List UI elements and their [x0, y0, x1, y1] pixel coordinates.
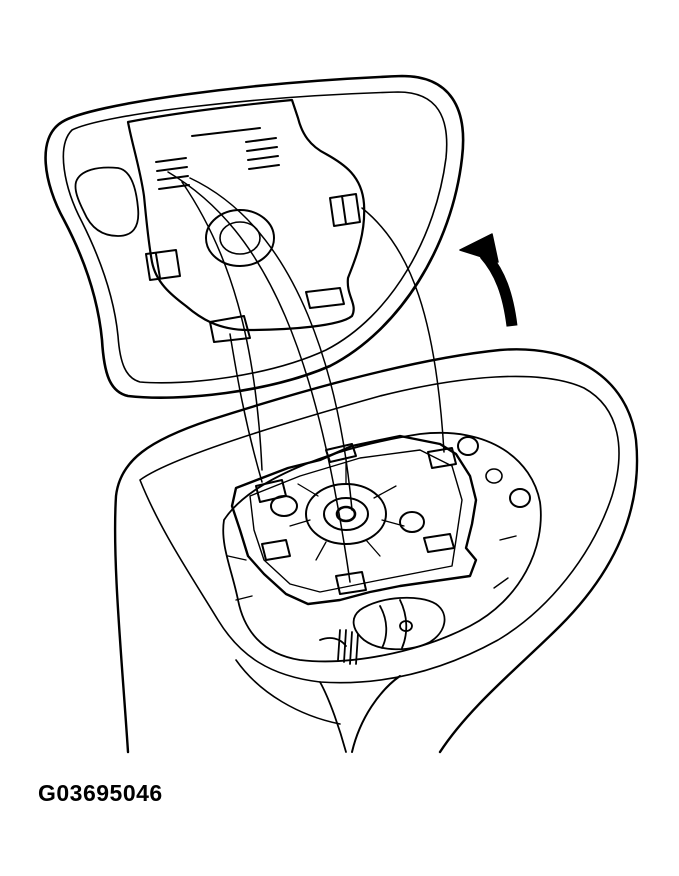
- housing-boss-2: [509, 488, 531, 508]
- mirror-glass: [44, 74, 465, 399]
- mirror-glass-inner-rim: [62, 91, 448, 384]
- mirror-clip-left: [145, 249, 181, 281]
- plate-hole-right: [399, 511, 425, 533]
- mirror-top-slot: [191, 127, 261, 137]
- plate-clip-left: [261, 539, 291, 561]
- mirror-housing: [113, 348, 639, 754]
- plate-clip-bottom: [335, 571, 367, 595]
- housing-cavity: [222, 431, 542, 663]
- plate-clip-top-left: [255, 479, 287, 503]
- curved-arrow-icon: [459, 233, 518, 327]
- figure-id-label: G03695046: [38, 780, 163, 806]
- actuator-motor: [319, 596, 446, 665]
- mirror-clip-bottom-left: [209, 315, 251, 343]
- mirror-vents-right: [245, 137, 280, 170]
- mirror-clip-bottom-right: [305, 287, 345, 309]
- pivot-ring: [323, 497, 369, 531]
- plate-clip-top: [325, 443, 357, 463]
- alignment-lines: [167, 171, 445, 583]
- mirror-clip-right: [329, 193, 361, 227]
- housing-rim: [139, 375, 620, 684]
- actuator-plate: [230, 434, 478, 606]
- housing-outer-shell: [113, 348, 639, 754]
- mirror-glass-outer-edge: [44, 74, 465, 399]
- housing-boss-1: [457, 436, 479, 456]
- mirror-center-boss: [205, 209, 275, 267]
- mirror-vents-left: [155, 157, 190, 190]
- plate-clip-right: [423, 533, 455, 553]
- pivot-outer: [305, 483, 387, 545]
- plate-clip-top-right: [427, 447, 457, 469]
- pivot-center: [335, 505, 357, 523]
- mirror-glass-left-pocket: [74, 166, 140, 237]
- mirror-back-plate: [126, 98, 366, 332]
